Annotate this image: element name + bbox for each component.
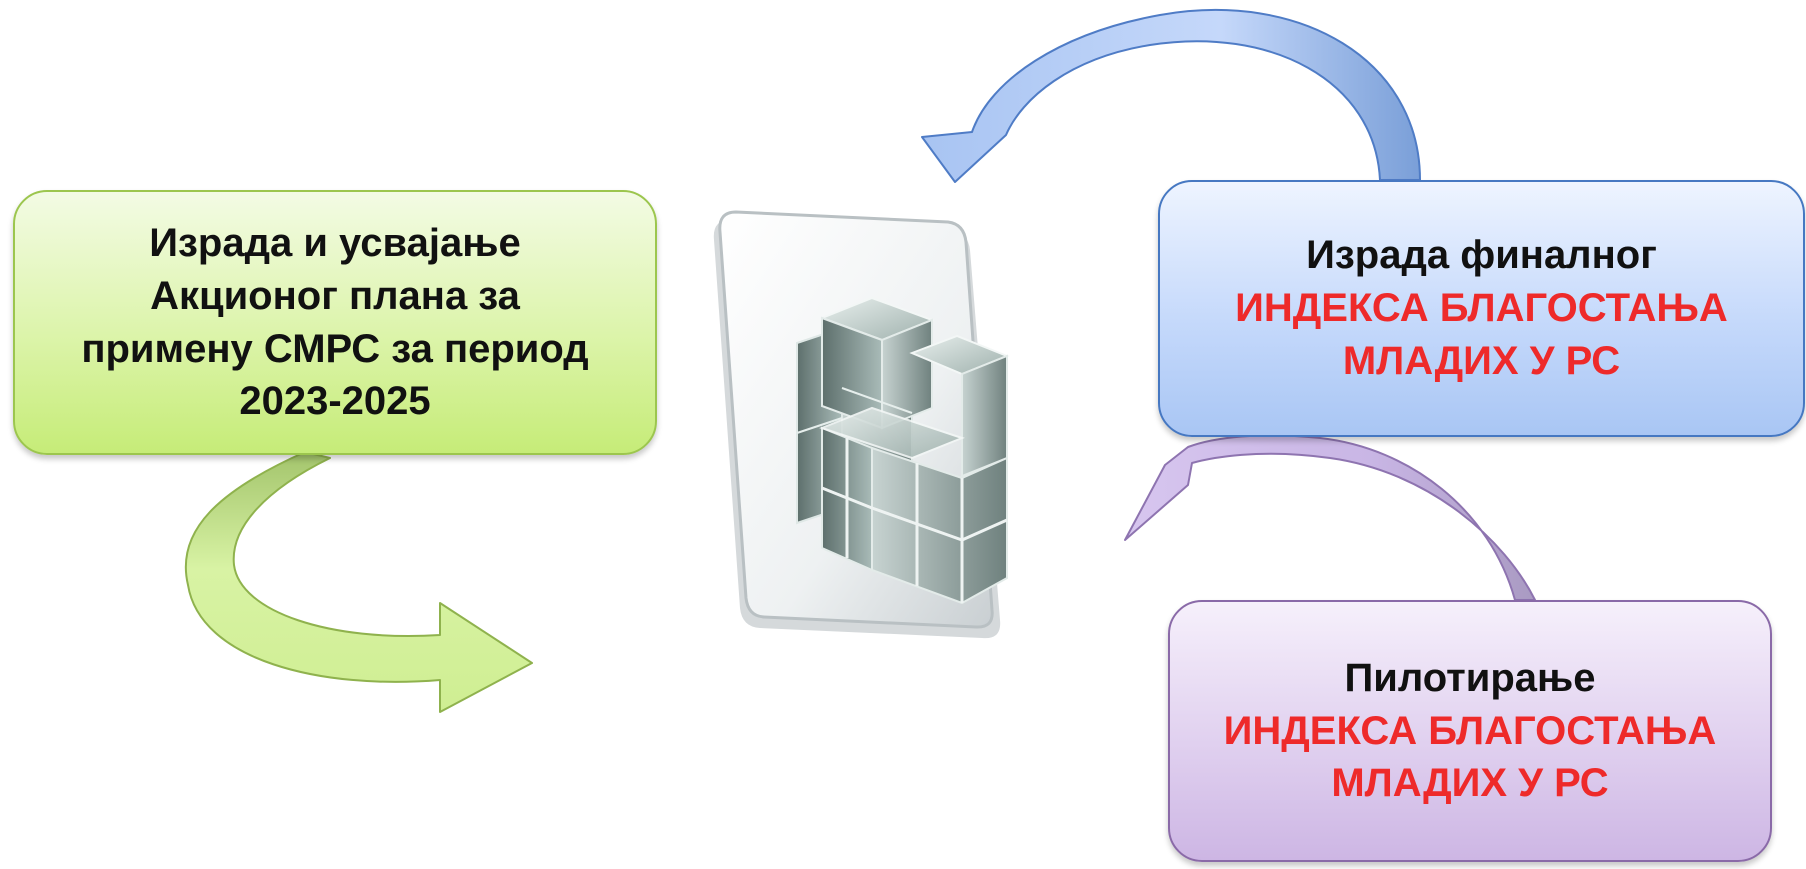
action-plan-line-2: Акционог плана за bbox=[150, 273, 520, 318]
blue-curved-arrow bbox=[921, 8, 1421, 183]
green-curved-arrow bbox=[184, 451, 533, 713]
final-index-box: Израда финалног ИНДЕКСА БЛАГОСТАЊА МЛАДИ… bbox=[1158, 180, 1805, 437]
action-plan-line-3: примену СМРС за период bbox=[81, 326, 589, 371]
action-plan-line-4: 2023-2025 bbox=[239, 379, 431, 424]
data-cube-icon bbox=[713, 210, 1010, 639]
piloting-box: Пилотирање ИНДЕКСА БЛАГОСТАЊА МЛАДИХ У Р… bbox=[1168, 600, 1772, 862]
action-plan-box: Израда и усвајање Акционог плана за прим… bbox=[13, 190, 657, 455]
final-index-line-2: ИНДЕКСА БЛАГОСТАЊА bbox=[1235, 286, 1728, 331]
action-plan-line-1: Израда и усвајање bbox=[149, 220, 521, 265]
piloting-line-3: МЛАДИХ У РС bbox=[1331, 761, 1609, 806]
final-index-line-3: МЛАДИХ У РС bbox=[1342, 338, 1621, 383]
piloting-line-2: ИНДЕКСА БЛАГОСТАЊА bbox=[1223, 708, 1717, 753]
purple-curved-arrow bbox=[1124, 434, 1536, 601]
final-index-line-1: Израда финалног bbox=[1306, 233, 1657, 278]
piloting-line-1: Пилотирање bbox=[1344, 655, 1596, 700]
